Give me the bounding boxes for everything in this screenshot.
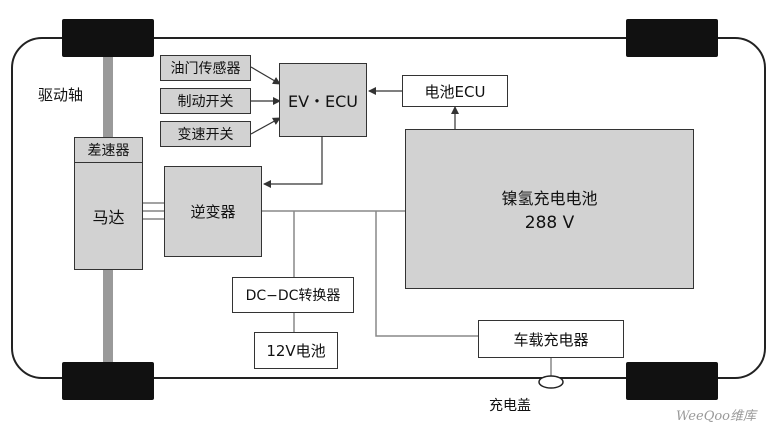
throttle-sensor-box: 油门传感器 — [160, 55, 251, 81]
battery-ecu-box: 电池ECU — [402, 75, 508, 107]
rear-left-wheel — [62, 362, 154, 400]
differential-box: 差速器 — [74, 137, 143, 163]
battery-12v-label: 12V电池 — [266, 342, 326, 360]
battery-12v-box: 12V电池 — [254, 332, 338, 369]
inverter-label: 逆变器 — [190, 203, 236, 221]
brake-switch-label: 制动开关 — [177, 94, 234, 110]
motor-label: 马达 — [92, 208, 125, 227]
brake-switch-box: 制动开关 — [160, 88, 251, 114]
battery-name-label: 镍氢充电电池 — [501, 189, 598, 208]
onboard-charger-box: 车载充电器 — [478, 320, 624, 358]
inverter-box: 逆变器 — [164, 166, 262, 257]
front-left-wheel — [62, 19, 154, 57]
onboard-charger-label: 车载充电器 — [513, 330, 589, 349]
watermark: WeeQoo维库 — [676, 409, 756, 424]
front-right-wheel — [626, 19, 718, 57]
rear-right-wheel — [626, 362, 718, 400]
ecu-to-inverter-arrow — [263, 137, 323, 188]
charge-lid-port — [538, 375, 564, 389]
charge-lid-label: 充电盖 — [489, 398, 531, 414]
battery-ecu-label: 电池ECU — [424, 82, 486, 101]
shift-switch-label: 变速开关 — [177, 127, 234, 143]
ev-ecu-label: EV・ECU — [287, 92, 359, 111]
shift-signal-arrow — [250, 117, 281, 135]
ev-ecu-box: EV・ECU — [279, 63, 367, 137]
drive-axle-label: 驱动轴 — [38, 86, 84, 104]
shift-switch-box: 变速开关 — [160, 121, 251, 147]
throttle-sensor-label: 油门传感器 — [170, 61, 241, 77]
differential-label: 差速器 — [87, 143, 130, 159]
motor-box: 马达 — [74, 162, 143, 270]
nimh-battery-box: 镍氢充电电池 288 V — [405, 129, 694, 289]
battery-voltage-label: 288 V — [524, 213, 575, 233]
throttle-signal-arrow — [250, 66, 281, 85]
dcdc-converter-box: DC−DC转换器 — [232, 277, 354, 313]
vehicle-body-outline — [11, 37, 766, 379]
bus-to-charger — [375, 211, 478, 337]
dcdc-converter-label: DC−DC转换器 — [245, 288, 341, 304]
